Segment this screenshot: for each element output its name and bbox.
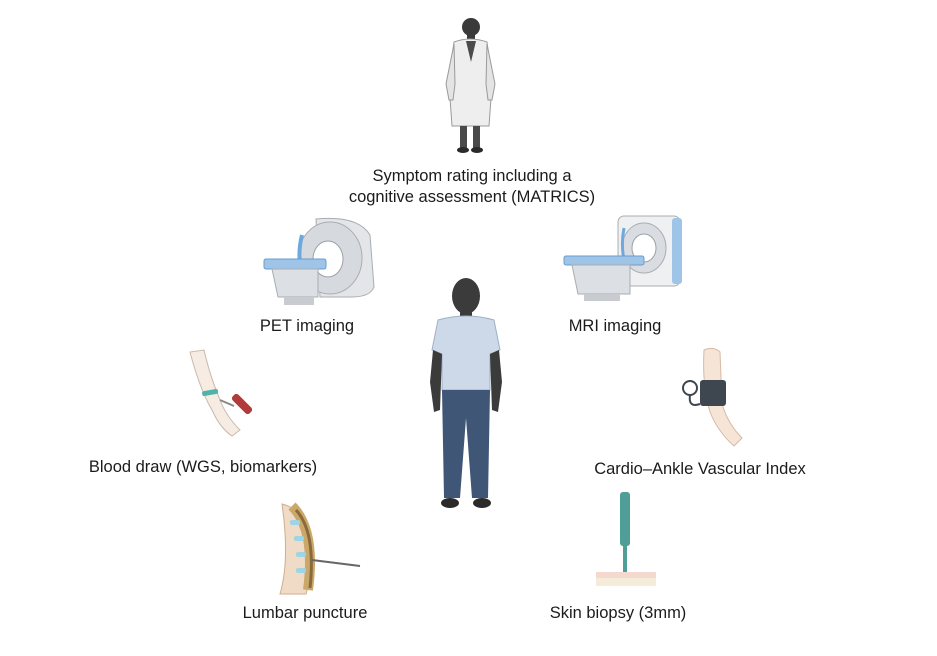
symptom-rating-label: Symptom rating including a cognitive ass… bbox=[328, 166, 616, 208]
symptom-rating-line-2: cognitive assessment (MATRICS) bbox=[348, 188, 596, 206]
pet-scanner-icon bbox=[258, 213, 386, 308]
symptom-rating-line-1: Symptom rating including a bbox=[372, 167, 572, 185]
patient-icon bbox=[428, 272, 504, 518]
blood-draw-label: Blood draw (WGS, biomarkers) bbox=[88, 458, 318, 476]
pet-imaging-label: PET imaging bbox=[259, 317, 355, 335]
biopsy-punch-icon bbox=[594, 490, 658, 588]
skin-biopsy-label: Skin biopsy (3mm) bbox=[549, 604, 687, 622]
cavi-label: Cardio–Ankle Vascular Index bbox=[594, 460, 806, 478]
lumbar-puncture-label: Lumbar puncture bbox=[242, 604, 368, 622]
spine-needle-icon bbox=[276, 500, 366, 596]
blood-pressure-cuff-icon bbox=[680, 346, 750, 448]
mri-scanner-icon bbox=[560, 210, 688, 305]
mri-imaging-label: MRI imaging bbox=[568, 317, 662, 335]
clinician-icon bbox=[440, 14, 500, 156]
blood-draw-icon bbox=[180, 349, 258, 442]
